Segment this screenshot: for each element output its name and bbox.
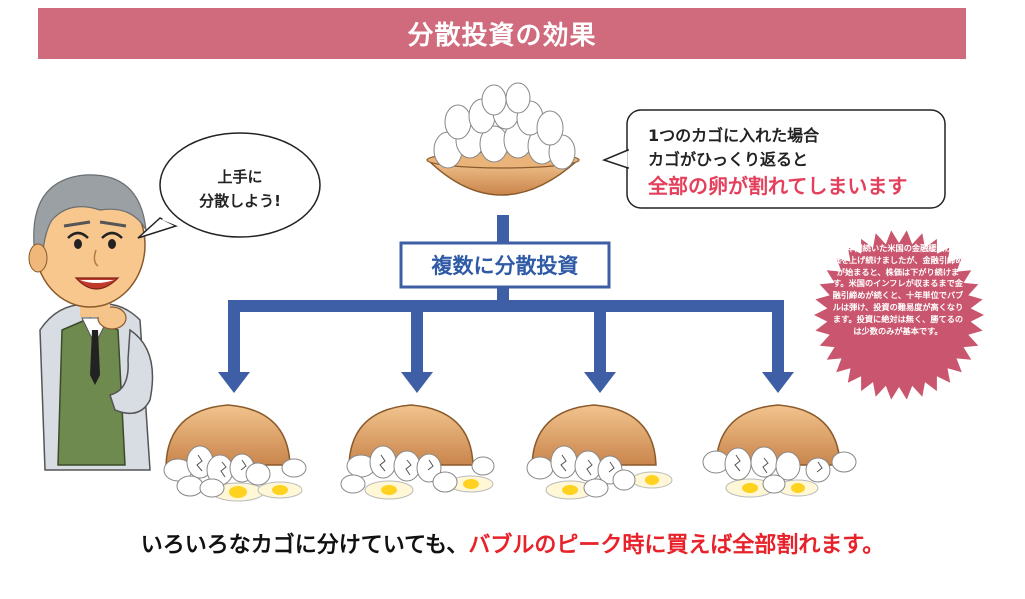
broken-eggs-1	[163, 404, 307, 502]
callout-line-2: カゴがひっくり返ると	[648, 150, 809, 169]
bottom-caption: いろいろなカゴに分けていても、バブルのピーク時に買えば全部割れます。	[0, 527, 1025, 559]
center-label: 複数に分散投資	[431, 254, 579, 278]
starburst-badge	[814, 230, 984, 400]
top-egg-bowl	[426, 82, 580, 196]
starburst-note: 40年間続いた米国の金融緩和が株価を上げ続けましたが、金融引締めが始まると、株価…	[832, 243, 964, 336]
title-bar: 分散投資の効果	[38, 8, 966, 59]
caption-normal: いろいろなカゴに分けていても、	[140, 533, 469, 558]
broken-eggs-2	[340, 404, 495, 500]
page-title: 分散投資の効果	[407, 21, 597, 51]
broken-eggs-3	[526, 404, 673, 500]
center-label-box	[399, 241, 611, 289]
speech-line-1: 上手に	[217, 168, 263, 186]
callout-box	[601, 109, 946, 209]
callout-line-1: 1つのカゴに入れた場合	[648, 126, 820, 145]
callout-line-3: 全部の卵が割れてしまいます	[648, 174, 908, 198]
arrow-tree	[218, 215, 794, 393]
man-illustration	[28, 174, 154, 471]
speech-bubble-text: 上手に 分散しよう!	[175, 165, 305, 213]
caption-highlight: バブルのピーク時に買えば全部割れます。	[468, 533, 885, 558]
broken-eggs-4	[702, 404, 857, 498]
speech-bubble-left	[137, 132, 321, 239]
speech-line-2: 分散しよう!	[199, 192, 281, 210]
